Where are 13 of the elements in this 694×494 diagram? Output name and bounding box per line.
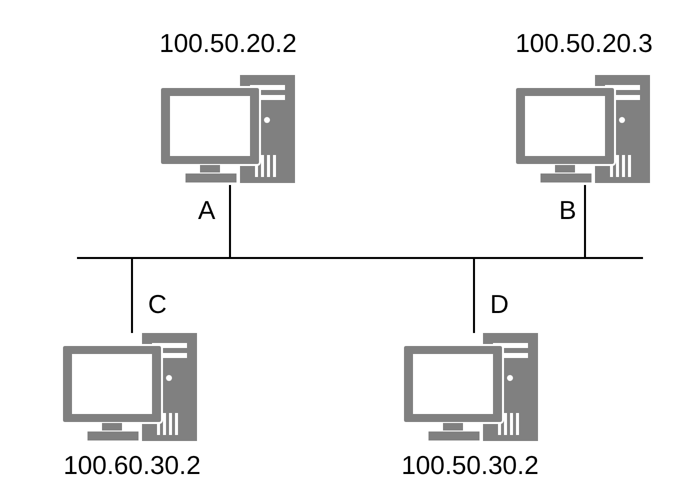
ip-address: 100.50.20.3 <box>515 30 653 56</box>
ip-address: 100.50.30.2 <box>401 452 539 478</box>
connector-line <box>131 258 133 333</box>
computer-icon <box>515 75 650 185</box>
bus-line <box>77 257 643 259</box>
ip-address: 100.50.20.2 <box>159 30 297 56</box>
computer-icon <box>403 333 538 443</box>
computer-icon <box>62 333 197 443</box>
connector-line <box>229 185 231 258</box>
computer-icon <box>160 75 295 185</box>
connector-line <box>584 185 586 258</box>
ip-address: 100.60.30.2 <box>63 452 201 478</box>
connector-line <box>473 258 475 333</box>
